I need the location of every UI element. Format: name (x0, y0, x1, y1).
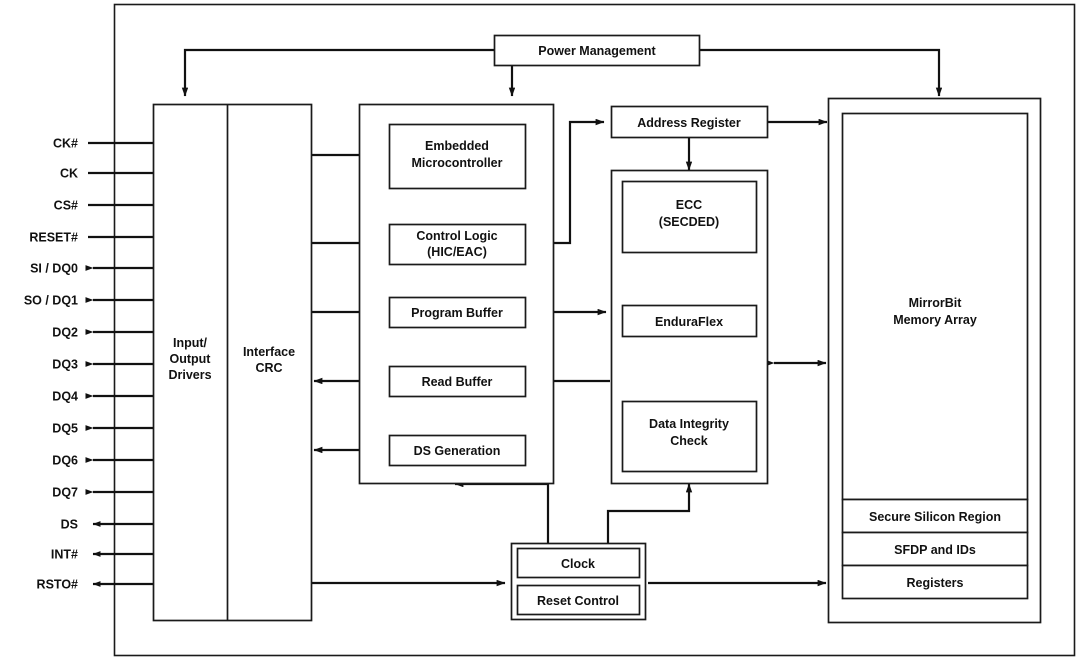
signal-pin[interactable]: INT# (51, 548, 153, 562)
registers-label: Registers (907, 576, 964, 590)
enduraflex-label: EnduraFlex (655, 315, 723, 329)
signal-pin[interactable]: RSTO# (37, 578, 153, 592)
block-io-drivers[interactable]: Input/ Output Drivers (168, 336, 211, 382)
signal-label: CK# (53, 137, 78, 151)
block-memory-array[interactable]: MirrorBit Memory Array (841, 112, 1029, 501)
block-power-management[interactable]: Power Management (493, 34, 701, 67)
block-io-interface-group (152, 103, 313, 622)
signal-label: SO / DQ1 (24, 294, 78, 308)
power-management-label: Power Management (538, 44, 656, 58)
sfdp-ids-label: SFDP and IDs (894, 543, 976, 557)
signal-label: DQ3 (52, 358, 78, 372)
signal-pin[interactable]: DS (61, 518, 153, 532)
control-logic-label-line2: (HIC/EAC) (427, 245, 487, 259)
ds-generation-label: DS Generation (414, 444, 501, 458)
program-buffer-label: Program Buffer (411, 306, 503, 320)
io-drivers-label-line3: Drivers (168, 368, 211, 382)
ecc-label-line1: ECC (676, 198, 702, 212)
wire-pm-to-io (181, 48, 494, 97)
address-register-label: Address Register (637, 116, 741, 130)
block-address-register[interactable]: Address Register (610, 105, 769, 139)
signal-label: DQ6 (52, 454, 78, 468)
memory-array-label-line2: Memory Array (893, 313, 977, 327)
embedded-mcu-label-line1: Embedded (425, 139, 489, 153)
signal-label: CS# (54, 199, 78, 213)
block-ecc[interactable]: ECC (SECDED) (621, 180, 758, 254)
signal-label: DQ5 (52, 422, 78, 436)
block-data-integrity-check[interactable]: Data Integrity Check (621, 400, 758, 473)
block-read-buffer[interactable]: Read Buffer (388, 365, 527, 398)
block-registers[interactable]: Registers (841, 564, 1029, 600)
signal-label: DQ4 (52, 390, 78, 404)
signal-label: DS (61, 518, 78, 532)
interface-crc-label-line1: Interface (243, 345, 295, 359)
io-drivers-label-line2: Output (170, 352, 212, 366)
block-control-logic[interactable]: Control Logic (HIC/EAC) (388, 223, 527, 266)
wire-clock-to-ecc-group (606, 483, 693, 545)
signal-label: DQ7 (52, 486, 78, 500)
block-ds-generation[interactable]: DS Generation (388, 434, 527, 467)
signal-label: CK (60, 167, 78, 181)
signal-label: INT# (51, 548, 78, 562)
block-reset-control[interactable]: Reset Control (516, 584, 641, 616)
reset-control-label: Reset Control (537, 594, 619, 608)
block-embedded-microcontroller[interactable]: Embedded Microcontroller (388, 123, 527, 190)
interface-crc-label-line2: CRC (255, 361, 282, 375)
data-integrity-label-line1: Data Integrity (649, 417, 729, 431)
block-secure-silicon-region[interactable]: Secure Silicon Region (841, 498, 1029, 534)
block-enduraflex[interactable]: EnduraFlex (621, 304, 758, 338)
signal-label: DQ2 (52, 326, 78, 340)
block-sfdp-and-ids[interactable]: SFDP and IDs (841, 531, 1029, 567)
block-interface-crc[interactable]: Interface CRC (243, 345, 295, 375)
embedded-mcu-label-line2: Microcontroller (412, 156, 503, 170)
read-buffer-label: Read Buffer (422, 375, 493, 389)
signal-label: RSTO# (37, 578, 78, 592)
secure-silicon-label: Secure Silicon Region (869, 510, 1001, 524)
signal-label: RESET# (29, 231, 78, 245)
block-clock[interactable]: Clock (516, 547, 641, 579)
ecc-label-line2: (SECDED) (659, 215, 719, 229)
signal-label: SI / DQ0 (30, 262, 78, 276)
data-integrity-label-line2: Check (670, 434, 708, 448)
control-logic-label-line1: Control Logic (416, 229, 497, 243)
clock-label: Clock (561, 557, 595, 571)
wire-pm-to-memory (700, 48, 943, 97)
io-drivers-label-line1: Input/ (173, 336, 208, 350)
memory-array-label-line1: MirrorBit (909, 296, 963, 310)
block-program-buffer[interactable]: Program Buffer (388, 296, 527, 329)
